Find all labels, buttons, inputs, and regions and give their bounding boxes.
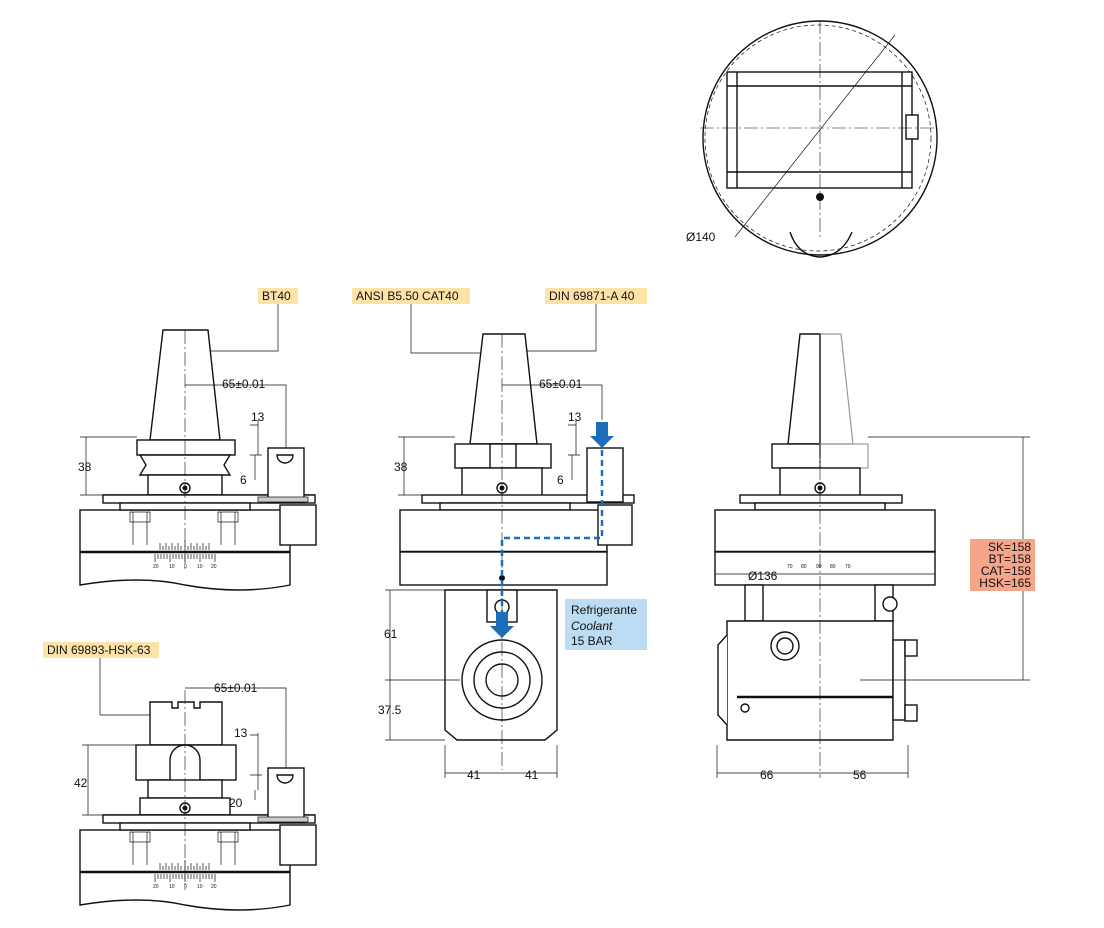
svg-text:DIN 69871-A 40: DIN 69871-A 40 [549, 289, 635, 303]
svg-text:20: 20 [211, 884, 217, 890]
svg-text:0: 0 [184, 564, 187, 570]
label-din69893: DIN 69893-HSK-63 [43, 642, 159, 716]
svg-text:20: 20 [153, 884, 159, 890]
svg-text:ANSI B5.50 CAT40: ANSI B5.50 CAT40 [356, 289, 459, 303]
svg-text:65±0.01: 65±0.01 [222, 377, 266, 391]
hsk-view: 65±0.01 13 20 42 20 10 0 10 20 [74, 681, 318, 912]
svg-text:10: 10 [197, 884, 203, 890]
svg-text:37.5: 37.5 [378, 703, 402, 717]
svg-text:CAT=158: CAT=158 [981, 564, 1031, 578]
diameter-140-label: Ø140 [686, 230, 716, 244]
label-din69871: DIN 69871-A 40 [525, 288, 647, 352]
svg-text:13: 13 [251, 410, 265, 424]
svg-text:41: 41 [467, 768, 481, 782]
svg-text:10: 10 [169, 564, 175, 570]
svg-text:20: 20 [229, 796, 243, 810]
svg-text:80: 80 [801, 564, 807, 570]
length-table: SK=158 BT=158 CAT=158 HSK=165 [970, 539, 1035, 591]
svg-text:70: 70 [787, 564, 793, 570]
svg-text:65±0.01: 65±0.01 [539, 377, 583, 391]
svg-text:61: 61 [384, 627, 398, 641]
svg-text:15 BAR: 15 BAR [571, 634, 613, 648]
svg-text:6: 6 [240, 473, 247, 487]
top-view: Ø140 [686, 20, 938, 258]
svg-text:90: 90 [816, 564, 822, 570]
svg-text:SK=158: SK=158 [988, 540, 1031, 554]
svg-text:13: 13 [234, 726, 248, 740]
svg-text:0: 0 [184, 884, 187, 890]
svg-text:DIN 69893-HSK-63: DIN 69893-HSK-63 [47, 643, 151, 657]
svg-text:41: 41 [525, 768, 539, 782]
svg-text:Refrigerante: Refrigerante [571, 603, 637, 617]
bt40-view: 65±0.01 13 6 38 20 10 0 10 20 [78, 329, 318, 592]
svg-text:56: 56 [853, 768, 867, 782]
side-view: Ø136 66 56 70 80 90 80 70 [714, 333, 1030, 782]
label-bt40: BT40 [210, 288, 298, 352]
svg-text:6: 6 [557, 473, 564, 487]
label-ansi-cat40: ANSI B5.50 CAT40 [352, 288, 480, 354]
cat40-view: 65±0.01 13 6 38 61 37.5 41 41 [378, 333, 635, 782]
svg-text:13: 13 [568, 410, 582, 424]
svg-text:BT40: BT40 [262, 289, 291, 303]
scale-left: 20 10 0 10 20 [153, 564, 217, 570]
svg-text:Ø136: Ø136 [748, 569, 778, 583]
svg-text:20: 20 [211, 564, 217, 570]
svg-text:10: 10 [197, 564, 203, 570]
svg-text:38: 38 [78, 460, 92, 474]
svg-text:20: 20 [153, 564, 159, 570]
coolant-label: Refrigerante Coolant 15 BAR [565, 599, 647, 650]
svg-text:42: 42 [74, 776, 88, 790]
svg-text:70: 70 [845, 564, 851, 570]
svg-text:66: 66 [760, 768, 774, 782]
svg-text:BT=158: BT=158 [989, 552, 1032, 566]
svg-text:HSK=165: HSK=165 [979, 576, 1031, 590]
svg-text:65±0.01: 65±0.01 [214, 681, 258, 695]
svg-text:38: 38 [394, 460, 408, 474]
svg-text:80: 80 [830, 564, 836, 570]
svg-text:Coolant: Coolant [571, 619, 613, 633]
svg-text:10: 10 [169, 884, 175, 890]
